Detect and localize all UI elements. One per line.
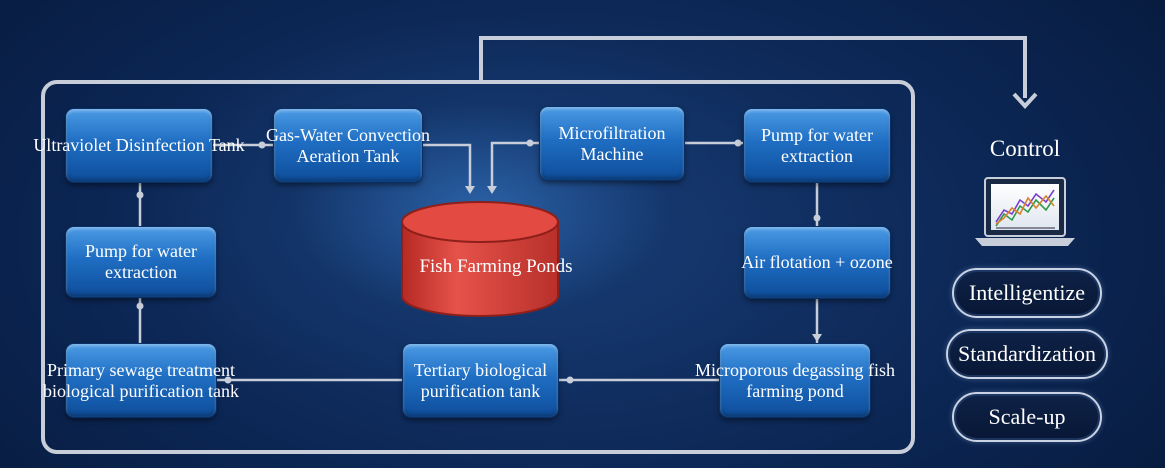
- control-link: [479, 36, 1027, 98]
- pump-water-extraction-left: Pump for water extraction: [66, 227, 216, 297]
- tag-intelligentize: Intelligentize: [952, 268, 1102, 318]
- system-frame: [41, 80, 915, 454]
- tag-scale-up: Scale-up: [952, 392, 1102, 442]
- tag-intelligentize-label: Intelligentize: [968, 280, 1086, 305]
- air-flotation-ozone-label: Air flotation + ozone: [741, 252, 893, 272]
- primary-sewage-treatment-tank: Primary sewage treatment biological puri…: [43, 344, 239, 417]
- pump-water-extraction-right: Pump for water extraction: [744, 109, 890, 182]
- laptop-chart-icon: [975, 177, 1075, 246]
- air-flotation-ozone: Air flotation + ozone: [741, 227, 893, 298]
- pump-water-extraction-right-label: Pump for water extraction: [761, 124, 873, 166]
- tag-standardization-label: Standardization: [957, 341, 1097, 366]
- fish-pond-tank: [401, 201, 559, 317]
- control-arrowhead: [1012, 92, 1038, 109]
- uv-disinfection-tank-label: Ultraviolet Disinfection Tank: [33, 135, 245, 155]
- uv-disinfection-tank: Ultraviolet Disinfection Tank: [33, 109, 245, 182]
- gas-water-aeration-tank: Gas-Water Convection Aeration Tank: [266, 109, 430, 182]
- pump-water-extraction-left-label: Pump for water extraction: [85, 241, 197, 282]
- gas-water-aeration-tank-label: Gas-Water Convection Aeration Tank: [266, 124, 430, 166]
- tertiary-purification-tank: Tertiary biological purification tank: [403, 344, 558, 417]
- control-title: Control: [989, 136, 1061, 161]
- microfiltration-machine: Microfiltration Machine: [540, 107, 684, 180]
- microporous-degassing-pond: Microporous degassing fish farming pond: [695, 344, 895, 417]
- tag-scale-up-label: Scale-up: [988, 404, 1066, 429]
- tertiary-purification-tank-label: Tertiary biological purification tank: [413, 359, 548, 401]
- fish-farming-ponds-label: Fish Farming Ponds: [419, 256, 573, 277]
- tag-standardization: Standardization: [946, 329, 1108, 379]
- microfiltration-machine-label: Microfiltration Machine: [558, 122, 666, 164]
- microporous-degassing-pond-label: Microporous degassing fish farming pond: [695, 359, 895, 401]
- primary-sewage-treatment-tank-label: Primary sewage treatment biological puri…: [43, 359, 239, 401]
